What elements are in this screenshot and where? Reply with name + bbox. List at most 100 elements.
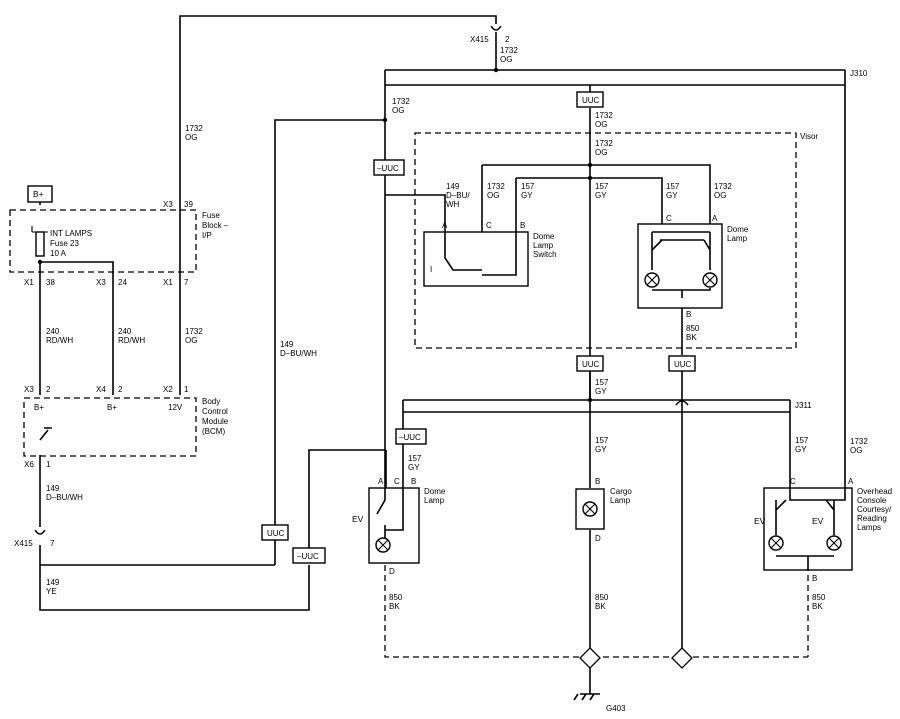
wire-240-rdwh-2 xyxy=(40,261,114,395)
fuse-block-outline xyxy=(9,209,197,273)
conn-bcm-x6-pin: 1 xyxy=(46,460,51,469)
dome-pin-a: A xyxy=(378,477,384,486)
conn-x415-top: X415 xyxy=(470,35,489,44)
fuse-block: B+ INT LAMPS Fuse 23 10 A Fuse Block – I… xyxy=(9,185,229,287)
dome-switch-pin-a: A xyxy=(442,221,448,230)
splice-neg-uuc-j311-label: –UUC xyxy=(399,433,421,442)
splice-uuc-mid-2 xyxy=(668,355,696,372)
junction-j311 xyxy=(587,397,593,403)
conn-bcm-x6: X6 xyxy=(24,460,34,469)
bcm-bplus-2: B+ xyxy=(107,403,117,412)
wire-1732-sw-color: OG xyxy=(487,191,499,200)
overhead-console: 157 GY C A EV EV B 850 BK Overhead Conso… xyxy=(754,436,892,611)
visor-dome-bulb-left-x xyxy=(646,274,658,286)
console-label-3: Courtesy/ xyxy=(857,505,892,514)
wire-149-split-3: WH xyxy=(446,200,460,209)
dome-switch-pin-c: C xyxy=(486,221,492,230)
bcm-label-2: Control xyxy=(202,407,228,416)
wire-240-1-num: 240 xyxy=(46,327,60,336)
bus-j311-label: J311 xyxy=(795,401,812,410)
fuse-23-icon xyxy=(35,231,45,257)
dome-lamp: 157 GY A C B EV D 850 BK Dome Lamp xyxy=(352,450,446,611)
ground-label: G403 xyxy=(606,704,626,713)
wire-1732-j310l-color: OG xyxy=(392,106,404,115)
body-control-module: X3 2 X4 2 X2 1 B+ B+ 12V X6 1 Body Contr… xyxy=(23,385,229,469)
wire-1732-visor-bus xyxy=(482,164,711,232)
conn-bcm-x3-pin: 2 xyxy=(46,385,51,394)
wire-1732-top-num: 1732 xyxy=(185,124,203,133)
visor-dome-pin-c: C xyxy=(666,214,672,223)
wire-149-ye-color: YE xyxy=(46,587,57,596)
dome-switch-label-2: Lamp xyxy=(533,241,554,250)
wire-149-split-2: D–BU/ xyxy=(446,191,470,200)
connector-x415-bottom: X415 7 xyxy=(14,529,55,548)
wire-1732-visor-color: OG xyxy=(595,148,607,157)
wire-1732-sw-num: 1732 xyxy=(487,182,505,191)
console-pin-b: B xyxy=(812,574,817,583)
cargo-lamp-bulb-x xyxy=(584,503,596,515)
int-lamps-line3: 10 A xyxy=(50,249,67,258)
wire-1732-dome-num: 1732 xyxy=(714,182,732,191)
bus-j310-label: J310 xyxy=(850,69,868,78)
splice-diamond-2 xyxy=(671,647,693,669)
conn-bcm-x2-pin: 1 xyxy=(184,385,189,394)
wire-149-mid-num: 149 xyxy=(280,340,294,349)
splice-neg-uuc-j311 xyxy=(395,428,427,445)
wire-157-cargo-color: GY xyxy=(595,445,607,454)
conn-fb-x3b-pin: 24 xyxy=(118,278,127,287)
dome-pin-c: C xyxy=(394,477,400,486)
junction-j310-top xyxy=(493,67,499,73)
wire-1732-x415-color: OG xyxy=(500,55,512,64)
console-pin-a: A xyxy=(848,477,854,486)
ground-dash-bottom xyxy=(384,565,808,658)
console-bulb-right-x xyxy=(828,537,840,549)
cargo-label-2: Lamp xyxy=(610,496,631,505)
visor-outline xyxy=(414,132,797,349)
splice-neg-uuc-left xyxy=(292,547,326,564)
bcm-switch-icon xyxy=(39,427,52,441)
conn-fb-x3: X3 xyxy=(163,200,173,209)
dome-lamp-box xyxy=(368,487,420,564)
wire-1732-j310m-color: OG xyxy=(595,120,607,129)
console-bulb-left-x xyxy=(770,537,782,549)
visor-dome-label-2: Lamp xyxy=(727,234,748,243)
splice-uuc-mid-1-label: UUC xyxy=(582,360,600,369)
wire-1732-fuse-feed xyxy=(179,15,497,200)
wire-850-console-color: BK xyxy=(812,602,823,611)
dome-lamp-switch xyxy=(423,231,529,287)
bplus-box xyxy=(27,185,53,203)
wire-240-2-color: RD/WH xyxy=(118,336,145,345)
wire-1732-visor-num: 1732 xyxy=(595,139,613,148)
junction-visor-1732 xyxy=(587,162,593,168)
wire-149-mid-color: D–BU/WH xyxy=(280,349,317,358)
conn-bcm-x4-pin: 2 xyxy=(118,385,123,394)
console-label-4: Reading xyxy=(857,514,887,523)
bcm-label-3: Module xyxy=(202,417,229,426)
wire-1732-bcm-color: OG xyxy=(185,336,197,345)
wire-157-dome-b-color: GY xyxy=(408,463,420,472)
dome-switch-pin-i: I xyxy=(430,265,432,274)
junction-fuse xyxy=(37,259,43,265)
int-lamps-line2: Fuse 23 xyxy=(50,239,79,248)
console-ev-left: EV xyxy=(754,516,766,526)
console-ev-right: EV xyxy=(812,516,824,526)
wires xyxy=(39,15,846,650)
bus-j311 xyxy=(402,399,791,413)
dome-pin-d: D xyxy=(389,567,395,576)
wire-157-dome-b-num: 157 xyxy=(408,454,422,463)
wire-240-1-color: RD/WH xyxy=(46,336,73,345)
splice-uuc-top-label: UUC xyxy=(582,96,600,105)
dome-switch-label-1: Dome xyxy=(533,232,555,241)
wire-157-sw-num: 157 xyxy=(521,182,535,191)
wire-labels-left: 240 RD/WH 240 RD/WH 1732 OG 1732 OG 149 … xyxy=(46,124,317,596)
wire-850-dome-num: 850 xyxy=(389,593,403,602)
conn-x415-top-pin: 2 xyxy=(505,35,510,44)
fuse-block-label-1: Fuse xyxy=(202,211,220,220)
dome-pin-b: B xyxy=(411,477,416,486)
connector-x415-top-icon xyxy=(490,25,502,31)
wire-850-cargo-color: BK xyxy=(595,602,606,611)
bcm-label-4: (BCM) xyxy=(202,427,225,436)
wire-157-dome-num: 157 xyxy=(666,182,680,191)
conn-fb-x1b: X1 xyxy=(163,278,173,287)
bcm-label-1: Body xyxy=(202,397,220,406)
